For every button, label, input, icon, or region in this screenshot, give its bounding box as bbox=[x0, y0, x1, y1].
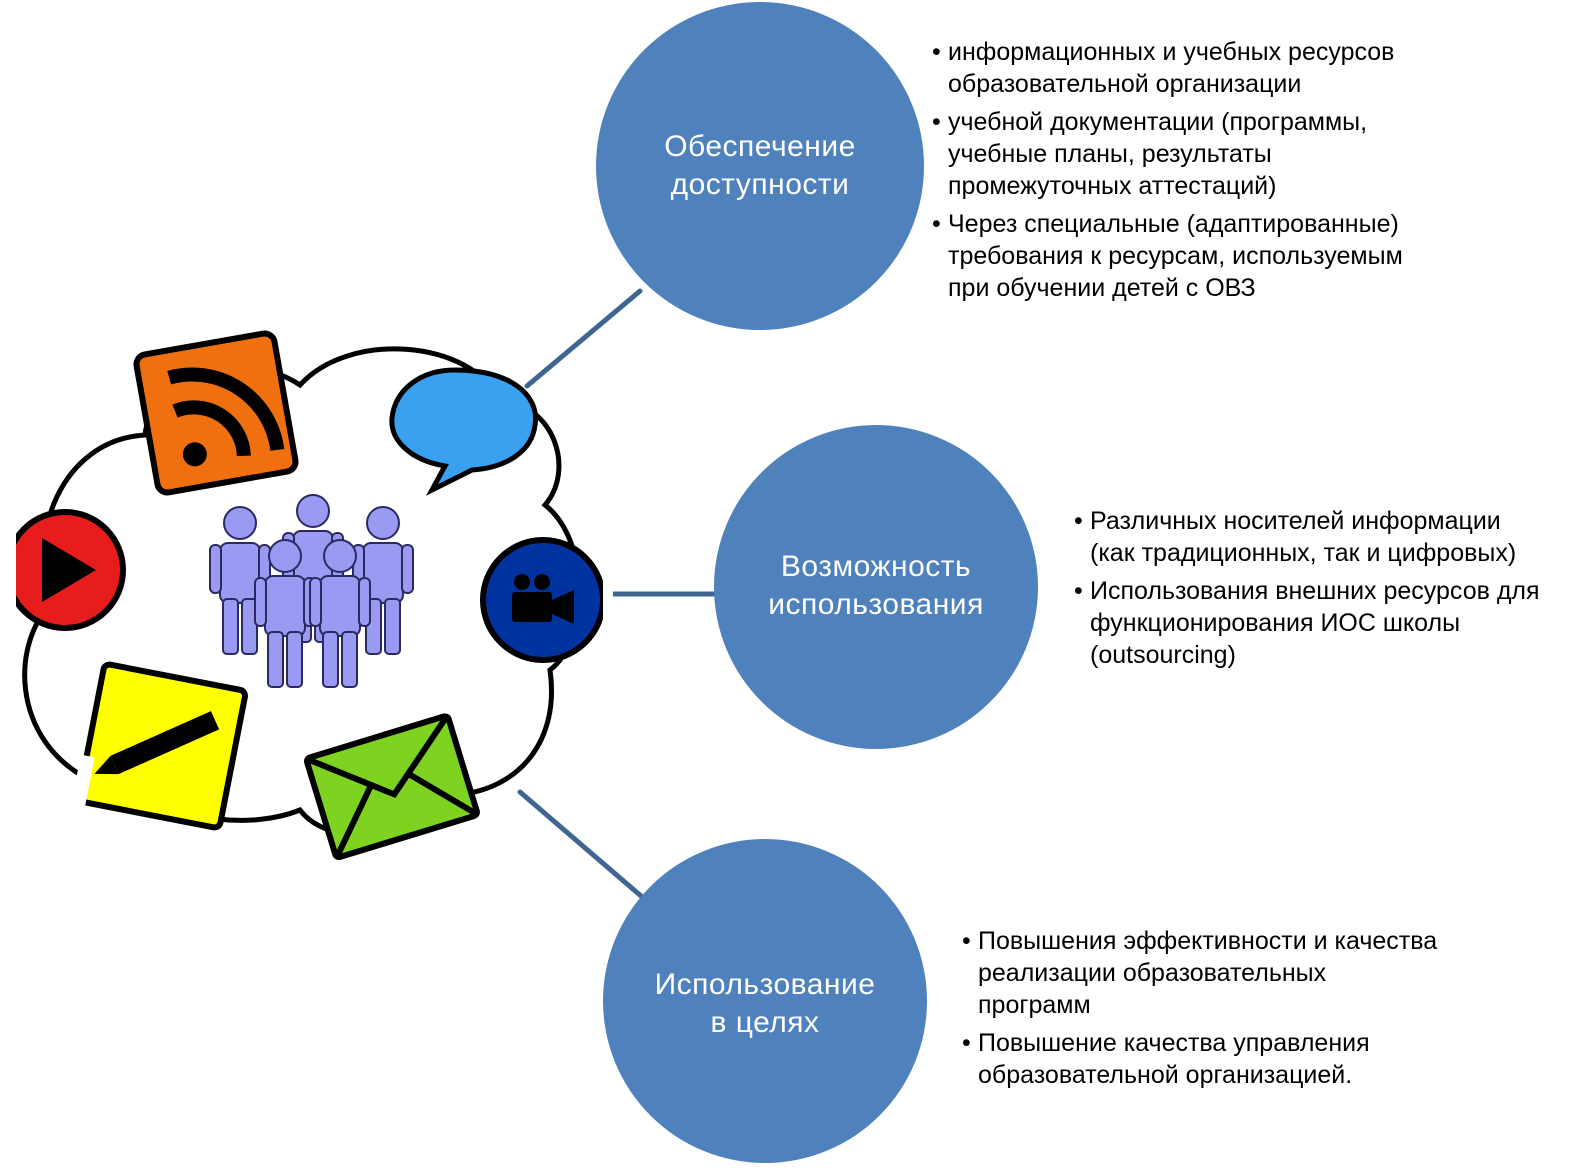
bullet-item: учебной документации (программы, учебные… bbox=[932, 106, 1452, 202]
bullet-item: Различных носителей информации (как трад… bbox=[1074, 505, 1579, 569]
chat-bubble-icon bbox=[389, 367, 539, 496]
node-title-purpose: Использование в целях bbox=[615, 966, 915, 1042]
play-icon bbox=[0, 505, 126, 635]
node-title-access: Обеспечение доступности bbox=[610, 128, 910, 204]
connector-line-bottom bbox=[517, 789, 651, 905]
node-title-usage: Возможность использования bbox=[726, 548, 1026, 624]
mail-icon bbox=[303, 713, 480, 861]
node-circle-usage bbox=[714, 425, 1038, 749]
pencil-icon bbox=[71, 661, 248, 831]
node-title-line: Возможность bbox=[780, 550, 972, 583]
bullet-item: Через специальные (адаптированные) требо… bbox=[932, 208, 1452, 304]
bullet-item: Повышение качества управления образовате… bbox=[962, 1027, 1482, 1091]
node-circle-purpose bbox=[603, 839, 927, 1163]
video-camera-icon bbox=[480, 535, 613, 665]
node-title-line: Обеспечение bbox=[664, 130, 856, 163]
node-title-line: использования bbox=[768, 588, 984, 621]
bullet-list-usage: Различных носителей информации (как трад… bbox=[1074, 505, 1579, 677]
bullet-item: информационных и учебных ресурсов образо… bbox=[932, 36, 1452, 100]
node-title-line: в целях bbox=[710, 1006, 820, 1039]
node-title-line: доступности bbox=[670, 168, 850, 201]
connector-line-top bbox=[524, 288, 643, 389]
bullet-list-purpose: Повышения эффективности и качества реали… bbox=[962, 925, 1482, 1097]
rss-icon bbox=[133, 330, 299, 496]
node-circle-access bbox=[596, 2, 924, 330]
bullet-item: Повышения эффективности и качества реали… bbox=[962, 925, 1482, 1021]
node-title-line: Использование bbox=[654, 968, 876, 1001]
bullet-list-access: информационных и учебных ресурсов образо… bbox=[932, 36, 1452, 310]
bullet-item: Использования внешних ресурсов для функц… bbox=[1074, 575, 1579, 671]
